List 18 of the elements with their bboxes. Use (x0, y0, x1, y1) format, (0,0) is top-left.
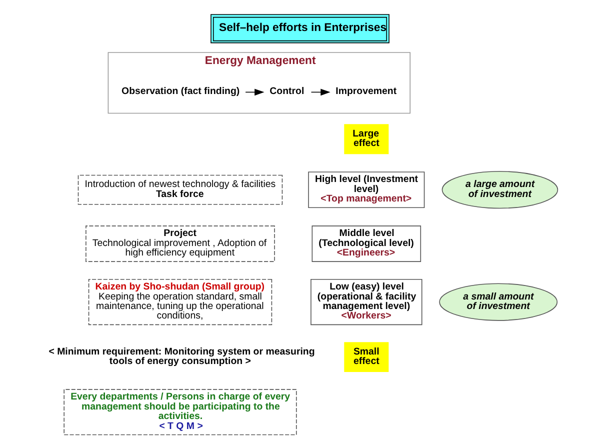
node-box: Project Technological improvement , Adoption of high efficiency equipment (86, 226, 275, 262)
node-ellipse: a small amount of investment (439, 283, 558, 321)
node-text: Improvement (336, 86, 397, 97)
node-box: Large effect (344, 124, 389, 154)
node-box: High level (Investment level) <Top management> (308, 172, 425, 208)
node-box: Small effect (344, 342, 389, 372)
diagram-title: Self–help efforts in Enterprises (219, 22, 387, 34)
node-text: Control (270, 86, 304, 97)
label: < Minimum requirement: Monitoring system or measuring tools of energy consumption > (48, 346, 315, 368)
node-box: Low (easy) level (operational & facility management level) <Workers> (310, 278, 422, 326)
node-box: Every departments / Persons in charge of every management should be participating to the activities. < T Q M > (64, 389, 297, 436)
node-ellipse: a large amount of investment (442, 170, 558, 209)
node-text: Observation (fact finding) (122, 86, 240, 97)
arrow (310, 88, 330, 96)
node-box: Introduction of newest technology & facilities Task force (78, 174, 283, 205)
node-box: Middle level (Technological level) <Engineers> (312, 226, 422, 262)
node-box: Kaizen by Sho-shudan (Small group) Keeping the operation standard, small maintenance, tuning up the operational conditions, (88, 278, 272, 326)
arrow (245, 88, 264, 96)
